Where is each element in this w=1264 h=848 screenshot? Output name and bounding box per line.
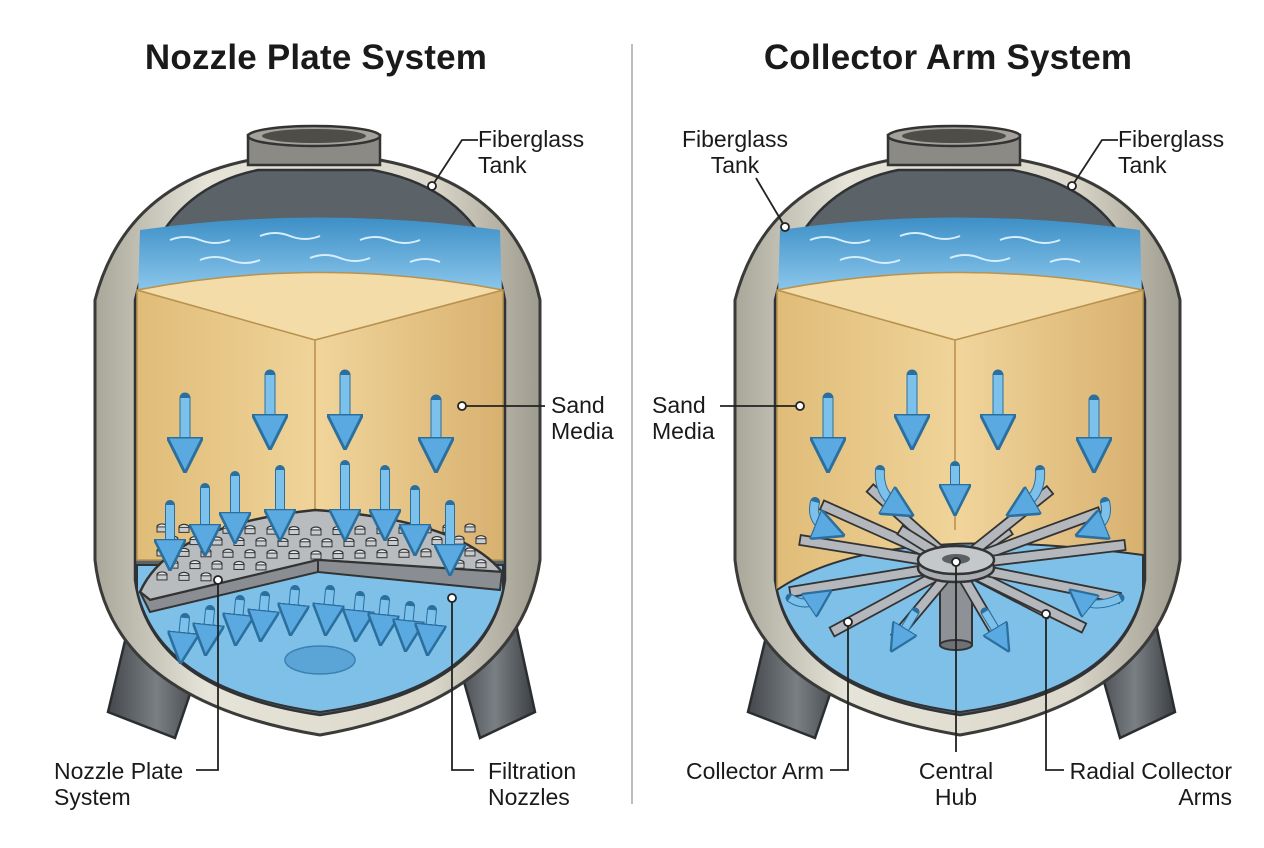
flow-arrow: [788, 598, 820, 603]
flow-arrow: [1080, 598, 1122, 604]
right-title: Collector Arm System: [763, 38, 1133, 77]
nozzle-body: [420, 551, 432, 558]
flow-arrow: [898, 610, 918, 640]
left-label-fiberglass-tank: Fiberglass Tank: [478, 126, 585, 178]
left-title: Nozzle Plate System: [144, 38, 488, 77]
nozzle-body: [387, 539, 399, 546]
nozzle-body: [178, 526, 190, 533]
nozzle-body: [464, 526, 476, 533]
flow-arrow: [382, 599, 385, 630]
nozzle-body: [475, 562, 487, 569]
left-tank: [93, 124, 542, 740]
left-label-sand-media: Sand Media: [551, 392, 614, 444]
left-flow-arrows: [170, 369, 450, 648]
flow-arrow: [292, 589, 295, 620]
nozzle-body: [189, 563, 201, 570]
nozzle-body: [244, 552, 256, 559]
nozzle-body: [233, 539, 245, 546]
nozzle-body: [332, 553, 344, 560]
flow-arrow: [875, 469, 900, 508]
left-label-filtration-nozzles: Filtration Nozzles: [488, 758, 577, 810]
nozzle-body: [464, 550, 476, 557]
right-label-collector-arm: Collector Arm: [686, 758, 825, 784]
nozzle-body: [222, 551, 234, 558]
panel-divider: [631, 44, 633, 804]
nozzle-body: [156, 574, 168, 581]
flow-arrow: [182, 617, 185, 648]
flow-arrow: [262, 595, 265, 626]
right-flow-arrows: [785, 369, 1125, 640]
nozzle-body: [343, 540, 355, 547]
right-label-radial-collector-arms: Radial Collector Arms: [1069, 758, 1232, 810]
nozzle-body: [453, 538, 465, 545]
right-tank: [733, 124, 1182, 740]
flow-arrow: [207, 609, 210, 640]
nozzle-body: [178, 550, 190, 557]
nozzle-body: [255, 540, 267, 547]
nozzle-body: [200, 551, 212, 558]
nozzle-body: [244, 528, 256, 535]
right-leader-lines: [720, 139, 1118, 771]
nozzle-body: [288, 529, 300, 536]
left-leader-lines: [196, 139, 545, 771]
right-label-fiberglass-tank-left: Fiberglass Tank: [681, 126, 789, 178]
nozzle-body: [398, 527, 410, 534]
flow-arrow: [1020, 469, 1045, 508]
nozzle-body: [178, 574, 190, 581]
nozzle-body: [365, 540, 377, 547]
flow-arrow: [237, 599, 240, 630]
flow-arrow: [814, 501, 830, 530]
flow-arrow: [982, 610, 1002, 640]
nozzle-body: [310, 529, 322, 536]
flow-arrow: [429, 609, 432, 640]
nozzle-body: [167, 562, 179, 569]
right-label-sand-media: Sand Media: [652, 392, 715, 444]
nozzle-body: [398, 551, 410, 558]
nozzle-body: [321, 541, 333, 548]
nozzle-body: [354, 552, 366, 559]
nozzle-body: [310, 553, 322, 560]
left-label-nozzle-plate-system: Nozzle Plate System: [54, 758, 184, 810]
flow-arrow: [357, 595, 360, 626]
right-label-fiberglass-tank-right: Fiberglass Tank: [1118, 126, 1225, 178]
nozzle-body: [354, 528, 366, 535]
nozzle-body: [376, 552, 388, 559]
flow-arrow: [407, 605, 410, 636]
nozzle-body: [266, 528, 278, 535]
flow-arrow: [1090, 501, 1106, 530]
right-label-central-hub: Central Hub: [918, 758, 994, 810]
nozzle-body: [431, 539, 443, 546]
nozzle-body: [211, 539, 223, 546]
nozzle-body: [299, 541, 311, 548]
nozzle-body: [189, 539, 201, 546]
nozzle-body: [420, 527, 432, 534]
nozzle-body: [233, 563, 245, 570]
nozzle-body: [453, 562, 465, 569]
nozzle-body: [266, 552, 278, 559]
nozzle-body: [288, 553, 300, 560]
nozzle-body: [475, 538, 487, 545]
nozzle-body: [200, 575, 212, 582]
nozzle-body: [277, 540, 289, 547]
flow-arrow: [327, 589, 330, 620]
nozzle-body: [332, 529, 344, 536]
nozzle-body: [211, 563, 223, 570]
nozzle-body: [255, 564, 267, 571]
